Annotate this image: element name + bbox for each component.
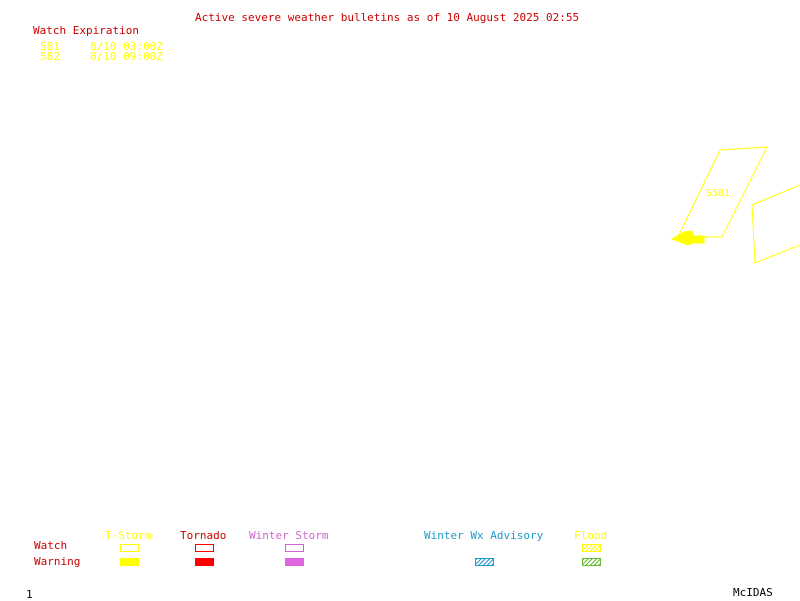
watch-expires: 8/10 03:00Z [90, 40, 163, 53]
legend-row-warning: Warning [34, 555, 81, 568]
legend-swatch-tstorm-warning [120, 558, 139, 566]
warning-polygon[interactable] [670, 230, 705, 246]
watch-expiration-title: Watch Expiration [33, 24, 139, 37]
legend-swatch-flood-warning [582, 558, 601, 566]
legend-swatch-tornado-warning [195, 558, 214, 566]
watch-expires: 8/10 09:00Z [90, 50, 163, 63]
legend-row-watch: Watch [34, 539, 68, 552]
legend-swatch-tstorm-watch [120, 544, 139, 552]
legend-label-winter-wx-advisory: Winter Wx Advisory [424, 529, 544, 542]
bulletin-title: Active severe weather bulletins as of 10… [195, 11, 580, 24]
watch-581-polygon[interactable] [677, 146, 768, 238]
legend-label-tornado: Tornado [180, 529, 227, 542]
legend-swatch-flood-watch [582, 544, 601, 552]
watch-582-polygon[interactable] [751, 184, 800, 264]
legend-swatch-winter-storm-warning [285, 558, 304, 566]
frame-number: 1 [26, 588, 33, 601]
software-label: McIDAS [733, 586, 773, 599]
legend-label-flood: Flood [574, 529, 608, 542]
legend-swatch-tornado-watch [195, 544, 214, 552]
legend-swatch-winter-storm-watch [285, 544, 304, 552]
legend-label-tstorm: T-Storm [105, 529, 152, 542]
watch-id: 582 [40, 50, 60, 63]
watch-581-label: S581 [706, 188, 731, 199]
legend-swatch-winter-wx-advisory [475, 558, 494, 566]
watch-id: 581 [40, 40, 60, 53]
legend-label-winter-storm: Winter Storm [249, 529, 329, 542]
